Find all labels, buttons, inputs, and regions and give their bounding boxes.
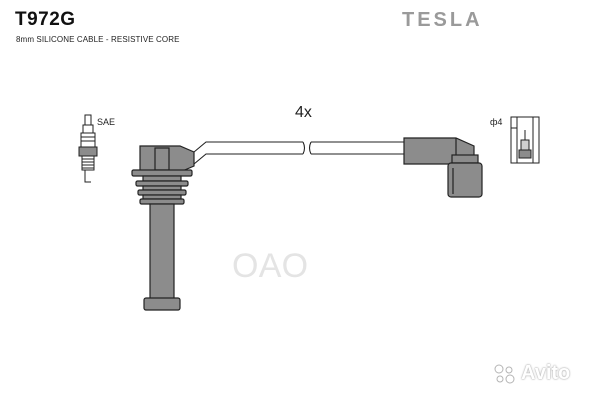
plug-boot-icon <box>131 145 195 311</box>
plug-standard-label: SAE <box>97 117 116 127</box>
avito-watermark: Avito <box>494 362 570 385</box>
coil-boot-icon <box>403 137 483 198</box>
cable-spec: 8mm SILICONE CABLE - RESISTIVE CORE <box>16 35 180 44</box>
spark-plug-icon <box>78 114 98 183</box>
cable-icon <box>193 141 404 165</box>
center-watermark: ОАО <box>232 247 309 286</box>
avito-text: Avito <box>521 362 571 384</box>
part-number: T972G <box>15 9 76 30</box>
watermark-text: ОАО <box>232 247 310 285</box>
brand-logo: TESLA <box>402 9 483 31</box>
avito-dots-icon <box>494 364 515 383</box>
terminal-detail-icon <box>510 116 540 164</box>
terminal-diameter-label: ф4 <box>490 117 503 127</box>
quantity-label: 4x <box>295 104 312 121</box>
